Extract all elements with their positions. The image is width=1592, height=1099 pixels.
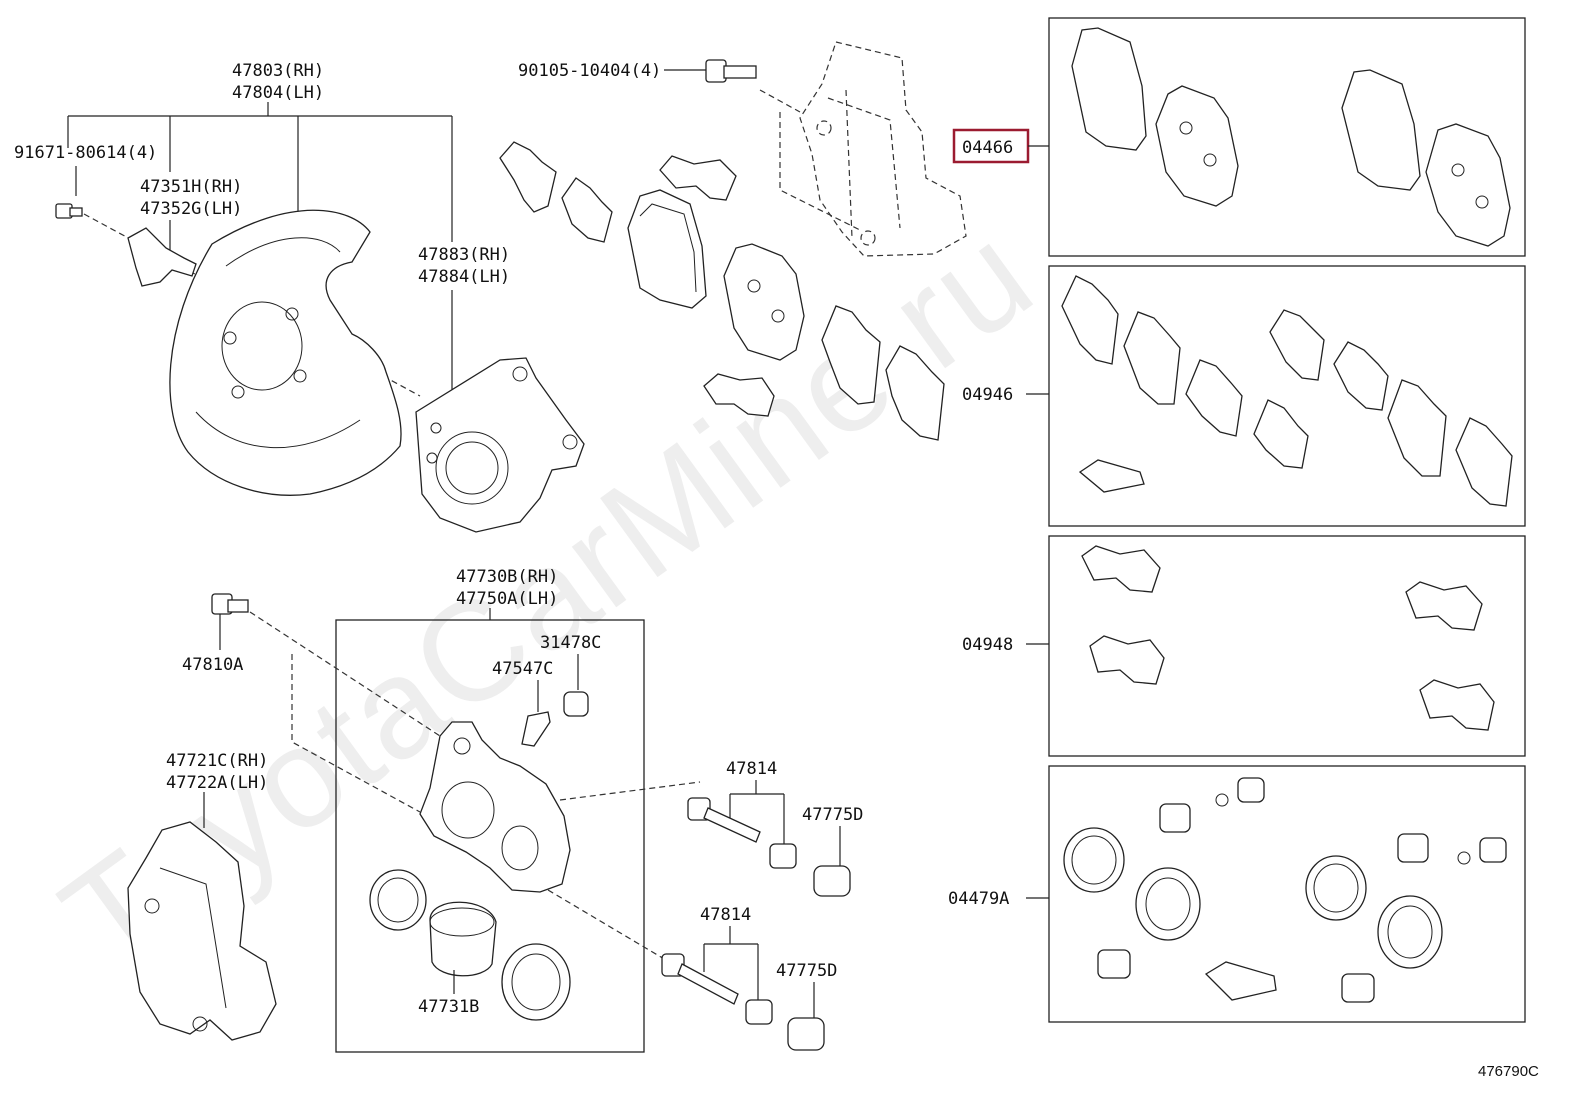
- kit-box-04466: [1048, 17, 1526, 257]
- brake-pad-backing-icon: [723, 243, 805, 361]
- shim-icon: [499, 141, 557, 213]
- dust-boot-icon: [501, 943, 571, 1021]
- bolt-90105-icon: [705, 59, 757, 83]
- clip-set-icon: [1081, 545, 1495, 731]
- mounting-bracket-icon: [127, 821, 277, 1041]
- shim-set-icon: [1061, 275, 1513, 507]
- label-47730B: 47730B(RH): [456, 567, 558, 587]
- label-47814-upper: 47814: [726, 759, 777, 779]
- bolt-91671-icon: [55, 203, 83, 219]
- caliper-assembly-box: [335, 619, 645, 1053]
- caliper-body-icon: [419, 721, 571, 893]
- label-47722A: 47722A(LH): [166, 773, 268, 793]
- anti-squeal-clip-icon: [703, 373, 775, 417]
- brake-pad-icon: [1071, 27, 1239, 207]
- label-47775D-upper: 47775D: [802, 805, 863, 825]
- anti-squeal-clip-icon: [659, 155, 737, 201]
- shim-icon: [821, 305, 881, 405]
- piston-seal-icon: [369, 869, 427, 931]
- brake-pad-icon: [627, 189, 707, 309]
- label-47352: 47352G(LH): [140, 199, 242, 219]
- label-47814-lower: 47814: [700, 905, 751, 925]
- kit-box-04946: [1048, 265, 1526, 527]
- label-04946[interactable]: 04946: [962, 385, 1013, 405]
- dust-cover-icon: [169, 209, 402, 496]
- pin-boot-icon: [769, 843, 797, 869]
- bleeder-screw-icon: [521, 711, 551, 747]
- leader-47803: [67, 102, 453, 394]
- carrier-icon: [415, 357, 585, 533]
- sensor-bracket-icon: [127, 227, 197, 287]
- bushing-icon: [787, 1017, 825, 1051]
- pin-boot-icon: [745, 999, 773, 1025]
- label-47803: 47803(RH): [232, 61, 324, 81]
- bleeder-cap-icon: [563, 691, 589, 717]
- slide-pin-icon: [687, 797, 761, 843]
- label-47547C: 47547C: [492, 659, 553, 679]
- label-47884: 47884(LH): [418, 267, 510, 287]
- label-47731B: 47731B: [418, 997, 479, 1017]
- label-47750A: 47750A(LH): [456, 589, 558, 609]
- bushing-icon: [813, 865, 851, 897]
- slide-pin-icon: [661, 953, 739, 1005]
- label-04479A[interactable]: 04479A: [948, 889, 1009, 909]
- brake-pad-icon: [1341, 69, 1511, 247]
- label-04466[interactable]: 04466: [962, 138, 1013, 158]
- kit-box-04948: [1048, 535, 1526, 757]
- shim-icon: [561, 177, 613, 243]
- label-47883: 47883(RH): [418, 245, 510, 265]
- piston-icon: [429, 901, 497, 977]
- label-47721C: 47721C(RH): [166, 751, 268, 771]
- label-91671: 91671-80614(4): [14, 143, 157, 163]
- caliper-bracket-outline-icon: [799, 41, 967, 257]
- label-47775D-lower: 47775D: [776, 961, 837, 981]
- label-31478C: 31478C: [540, 633, 601, 653]
- label-47804: 47804(LH): [232, 83, 324, 103]
- kit-box-04479A: [1048, 765, 1526, 1023]
- shim-icon: [885, 345, 945, 441]
- label-90105: 90105-10404(4): [518, 61, 661, 81]
- bolt-47810A-icon: [211, 593, 249, 615]
- label-47810A: 47810A: [182, 655, 243, 675]
- diagram-code: 476790C: [1478, 1063, 1539, 1080]
- seal-kit-icon: [1063, 777, 1507, 1003]
- label-47351: 47351H(RH): [140, 177, 242, 197]
- label-04948[interactable]: 04948: [962, 635, 1013, 655]
